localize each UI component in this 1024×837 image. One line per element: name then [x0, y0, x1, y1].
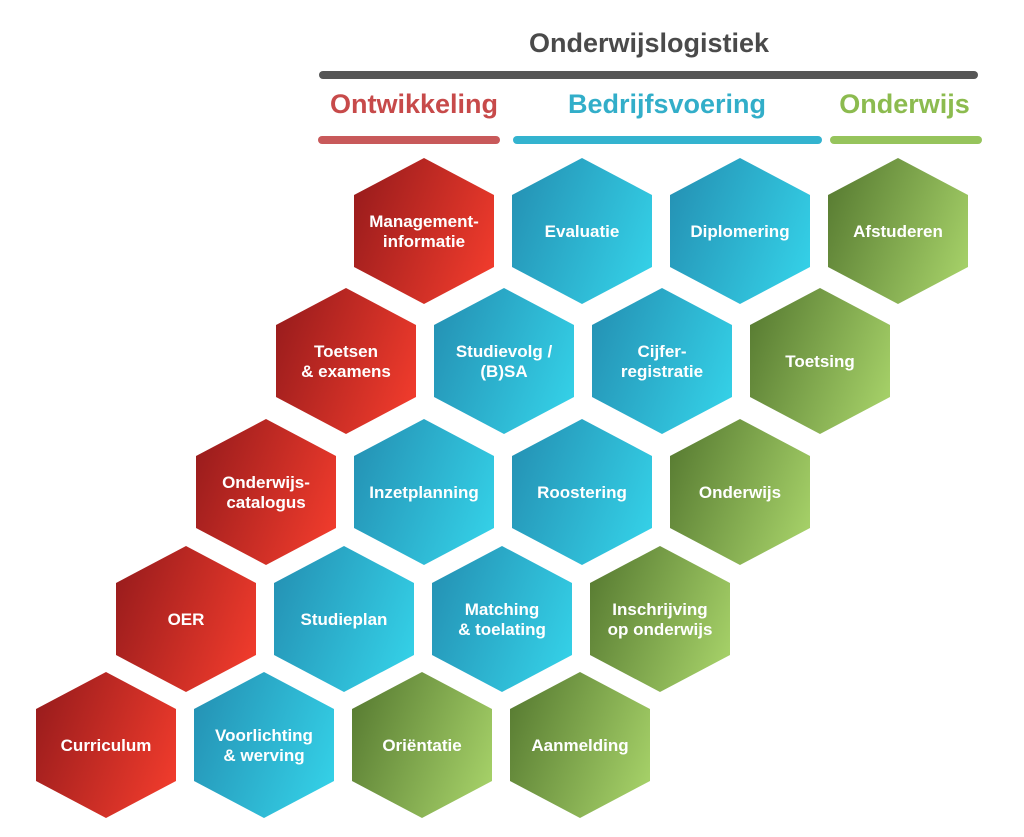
hexagon-oer: OER [116, 546, 256, 692]
hexagon-label-line: Matching [465, 600, 540, 619]
hexagon-diplomering: Diplomering [670, 158, 810, 304]
hexagon-shape [36, 672, 176, 818]
hexagon-label-line: op onderwijs [608, 620, 713, 639]
hexagon-studievolg-b-sa: Studievolg /(B)SA [434, 288, 574, 434]
hexagon-label: Onderwijs-catalogus [222, 473, 310, 512]
hexagon-matching-toelating: Matching& toelating [432, 546, 572, 692]
hexagon-label: Evaluatie [545, 222, 620, 241]
hexagon-label: OER [168, 610, 205, 629]
hexagon-shape [432, 546, 572, 692]
hexagon-studieplan: Studieplan [274, 546, 414, 692]
hexagon-label-line: & toelating [458, 620, 546, 639]
hexagon-shape [828, 158, 968, 304]
hexagon-shape [750, 288, 890, 434]
hexagon-label-line: Curriculum [61, 736, 152, 755]
hexagon-shape [512, 419, 652, 565]
hexagon-label-line: informatie [383, 232, 465, 251]
hexagon-label: Management-informatie [369, 212, 479, 251]
hexagon-shape [592, 288, 732, 434]
hexagon-label: Roostering [537, 483, 627, 502]
title-underline [319, 71, 978, 79]
hexagon-label-line: registratie [621, 362, 703, 381]
hexagon-label-line: catalogus [226, 493, 305, 512]
hexagon-shape [670, 419, 810, 565]
hexagon-label: Toetsen& examens [301, 342, 391, 381]
hexagon-label-line: Aanmelding [531, 736, 628, 755]
hexagon-label: Studievolg /(B)SA [456, 342, 553, 381]
diagram-title: Onderwijslogistiek [528, 28, 770, 58]
hexagon-label-line: Onderwijs- [222, 473, 310, 492]
hexagon-shape [512, 158, 652, 304]
hexagon-label: Voorlichting& werving [215, 726, 313, 765]
hexagon-roostering: Roostering [512, 419, 652, 565]
hexagon-label-line: Roostering [537, 483, 627, 502]
hexagon-label: Curriculum [61, 736, 152, 755]
hexagon-shape [354, 158, 494, 304]
hexagon-inzetplanning: Inzetplanning [354, 419, 494, 565]
hexagon-shape [274, 546, 414, 692]
hexagon-label-line: OER [168, 610, 205, 629]
hexagon-onderwijs: Onderwijs [670, 419, 810, 565]
hexagon-shape [196, 419, 336, 565]
hexagon-onderwijs-catalogus: Onderwijs-catalogus [196, 419, 336, 565]
hexagon-aanmelding: Aanmelding [510, 672, 650, 818]
hexagon-label: Inzetplanning [369, 483, 479, 502]
hexagon-toetsing: Toetsing [750, 288, 890, 434]
hexagon-shape [590, 546, 730, 692]
hexagon-label: Onderwijs [699, 483, 781, 502]
hexagon-label-line: Studieplan [301, 610, 388, 629]
hexagon-shape [670, 158, 810, 304]
hexagon-shape [354, 419, 494, 565]
category-bar-ontwikkeling [318, 136, 500, 144]
hexagon-label: Afstuderen [853, 222, 943, 241]
hexagon-label: Studieplan [301, 610, 388, 629]
hexagon-label-line: Evaluatie [545, 222, 620, 241]
hexagon-curriculum: Curriculum [36, 672, 176, 818]
hexagon-label: Diplomering [690, 222, 789, 241]
hexagon-label-line: Onderwijs [699, 483, 781, 502]
hexagon-label: Aanmelding [531, 736, 628, 755]
hexagon-label-line: Toetsing [785, 352, 855, 371]
hexagon-label-line: Voorlichting [215, 726, 313, 745]
hexagon-label-line: Diplomering [690, 222, 789, 241]
hexagon-shape [434, 288, 574, 434]
category-bar-onderwijs [830, 136, 982, 144]
hexagon-label-line: (B)SA [480, 362, 527, 381]
hexagon-toetsen-examens: Toetsen& examens [276, 288, 416, 434]
hexagon-label-line: & werving [223, 746, 304, 765]
hexagon-label-line: Oriëntatie [382, 736, 461, 755]
hexagon-label-line: Afstuderen [853, 222, 943, 241]
hexagon-label: Oriëntatie [382, 736, 461, 755]
hexagon-label: Matching& toelating [458, 600, 546, 639]
category-label-bedrijfsvoering: Bedrijfsvoering [567, 89, 767, 119]
hexagon-label: Cijfer-registratie [621, 342, 703, 381]
hexagon-shape [352, 672, 492, 818]
hexagon-label-line: Studievolg / [456, 342, 553, 361]
hexagon-label-line: Management- [369, 212, 479, 231]
hexagon-label-line: Cijfer- [637, 342, 686, 361]
hexagon-label-line: Inzetplanning [369, 483, 479, 502]
category-label-ontwikkeling: Ontwikkeling [329, 89, 499, 119]
hexagon-shape [194, 672, 334, 818]
hexagon-label-line: Inschrijving [612, 600, 707, 619]
hexagon-label-line: Toetsen [314, 342, 378, 361]
hexagon-label-line: & examens [301, 362, 391, 381]
hexagon-label: Toetsing [785, 352, 855, 371]
hexagon-shape [116, 546, 256, 692]
hexagon-shape [510, 672, 650, 818]
hexagon-evaluatie: Evaluatie [512, 158, 652, 304]
category-label-onderwijs: Onderwijs [839, 89, 970, 119]
hexagon-afstuderen: Afstuderen [828, 158, 968, 304]
hexagon-voorlichting-werving: Voorlichting& werving [194, 672, 334, 818]
hexagon-shape [276, 288, 416, 434]
hexagon-oriëntatie: Oriëntatie [352, 672, 492, 818]
category-bar-bedrijfsvoering [513, 136, 822, 144]
hexagon-cijfer-registratie: Cijfer-registratie [592, 288, 732, 434]
hexagon-management-informatie: Management-informatie [354, 158, 494, 304]
